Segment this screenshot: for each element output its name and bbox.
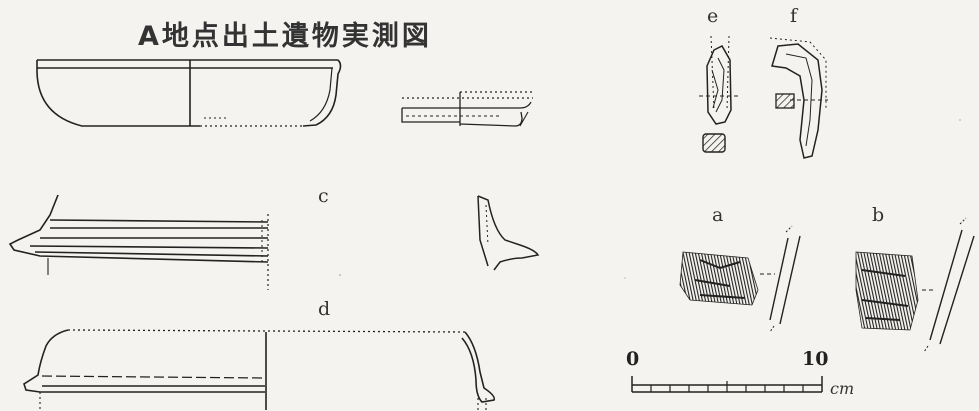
sherd-a	[679, 225, 801, 333]
bowl-top-left	[36, 59, 342, 127]
scale-unit-label: cm	[830, 379, 855, 398]
sherd-b	[855, 217, 975, 353]
label-c: c	[318, 185, 329, 207]
sherd-top-middle	[401, 91, 533, 127]
paper-specks	[339, 119, 961, 279]
label-d: d	[318, 298, 331, 320]
artifact-e	[699, 35, 739, 153]
figure-title: A地点出土遺物実測図	[138, 21, 432, 52]
artifact-f	[769, 37, 828, 159]
scale-end-label: 10	[802, 348, 829, 370]
sherd-c-profile	[477, 195, 540, 271]
sherd-c	[8, 194, 269, 290]
label-e: e	[707, 5, 719, 27]
bowl-d	[23, 329, 496, 411]
scale-bar	[631, 376, 823, 393]
label-b: b	[872, 204, 885, 226]
label-f: f	[790, 5, 798, 27]
scale-start-label: 0	[626, 348, 640, 370]
label-a: a	[712, 204, 724, 226]
